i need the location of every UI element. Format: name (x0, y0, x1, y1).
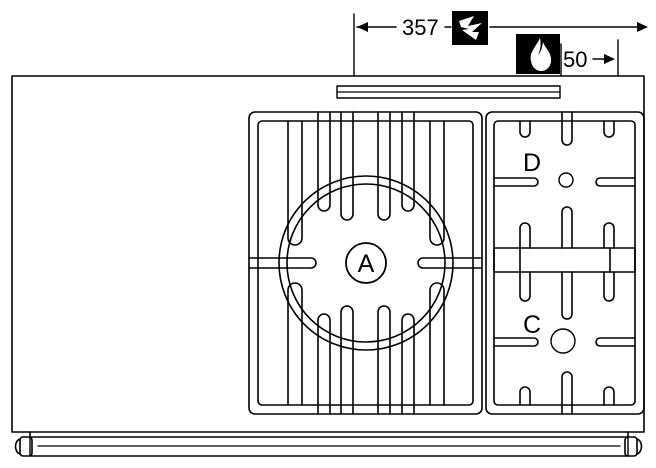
lightning-icon (452, 11, 488, 45)
dimension-357: 357 (353, 13, 648, 77)
dimension-50: 50 (560, 39, 619, 77)
range-body (11, 75, 645, 439)
flame-icon (516, 34, 560, 74)
burner-d-label: D (523, 149, 541, 177)
dimension-50-label: 50 (563, 47, 587, 72)
large-burner-grate (248, 111, 483, 415)
small-burner-grate (485, 111, 645, 415)
burner-a-label: A (358, 250, 375, 278)
oven-handle-bar (14, 436, 643, 457)
burner-c-label: C (523, 311, 541, 339)
dimension-357-label: 357 (402, 15, 439, 40)
